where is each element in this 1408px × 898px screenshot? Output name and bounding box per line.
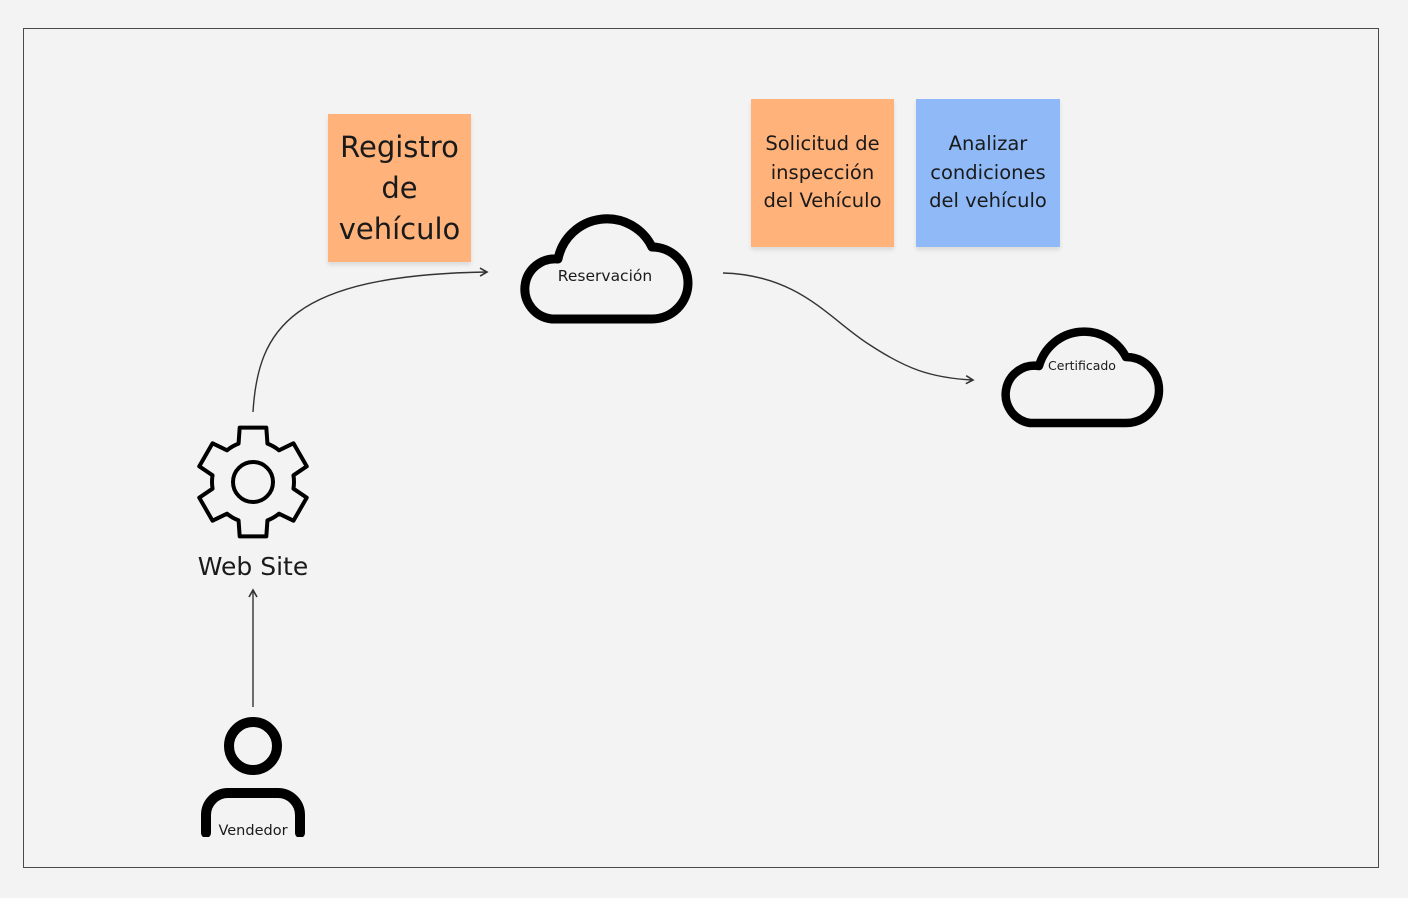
gear-outline [197, 425, 309, 539]
sticky-solicitud-line-3: del Vehículo [763, 189, 882, 213]
cloud-icon[interactable] [994, 317, 1168, 431]
sticky-note-registro[interactable]: Registro de vehículo [328, 114, 471, 262]
sticky-registro-line-1: Registro [340, 129, 459, 164]
gear-icon[interactable] [190, 418, 316, 546]
connector-reservacion-to-certificado[interactable] [722, 272, 975, 385]
gear-hub [231, 460, 275, 504]
sticky-note-analizar[interactable]: Analizar condiciones del vehículo [916, 99, 1060, 247]
sticky-registro-line-3: vehículo [338, 211, 461, 246]
sticky-registro-line-2: de [381, 170, 418, 205]
reservacion-label: Reservación [557, 267, 653, 285]
user-icon[interactable] [198, 715, 308, 837]
sticky-analizar-line-1: Analizar [948, 132, 1028, 156]
certificado-label: Certificado [1048, 358, 1116, 373]
vendedor-label: Vendedor [218, 823, 288, 839]
sticky-analizar-line-3: del vehículo [929, 189, 1047, 213]
sticky-solicitud-line-1: Solicitud de [765, 132, 880, 156]
sticky-analizar-line-2: condiciones [930, 160, 1046, 184]
connector-website-to-reservacion[interactable] [252, 267, 489, 413]
diagram-frame [23, 28, 1379, 868]
sticky-note-solicitud[interactable]: Solicitud de inspección del Vehículo [751, 99, 894, 247]
sticky-solicitud-line-2: inspección [770, 160, 875, 184]
website-label: Web Site [197, 552, 309, 581]
cloud-icon[interactable] [512, 207, 698, 327]
